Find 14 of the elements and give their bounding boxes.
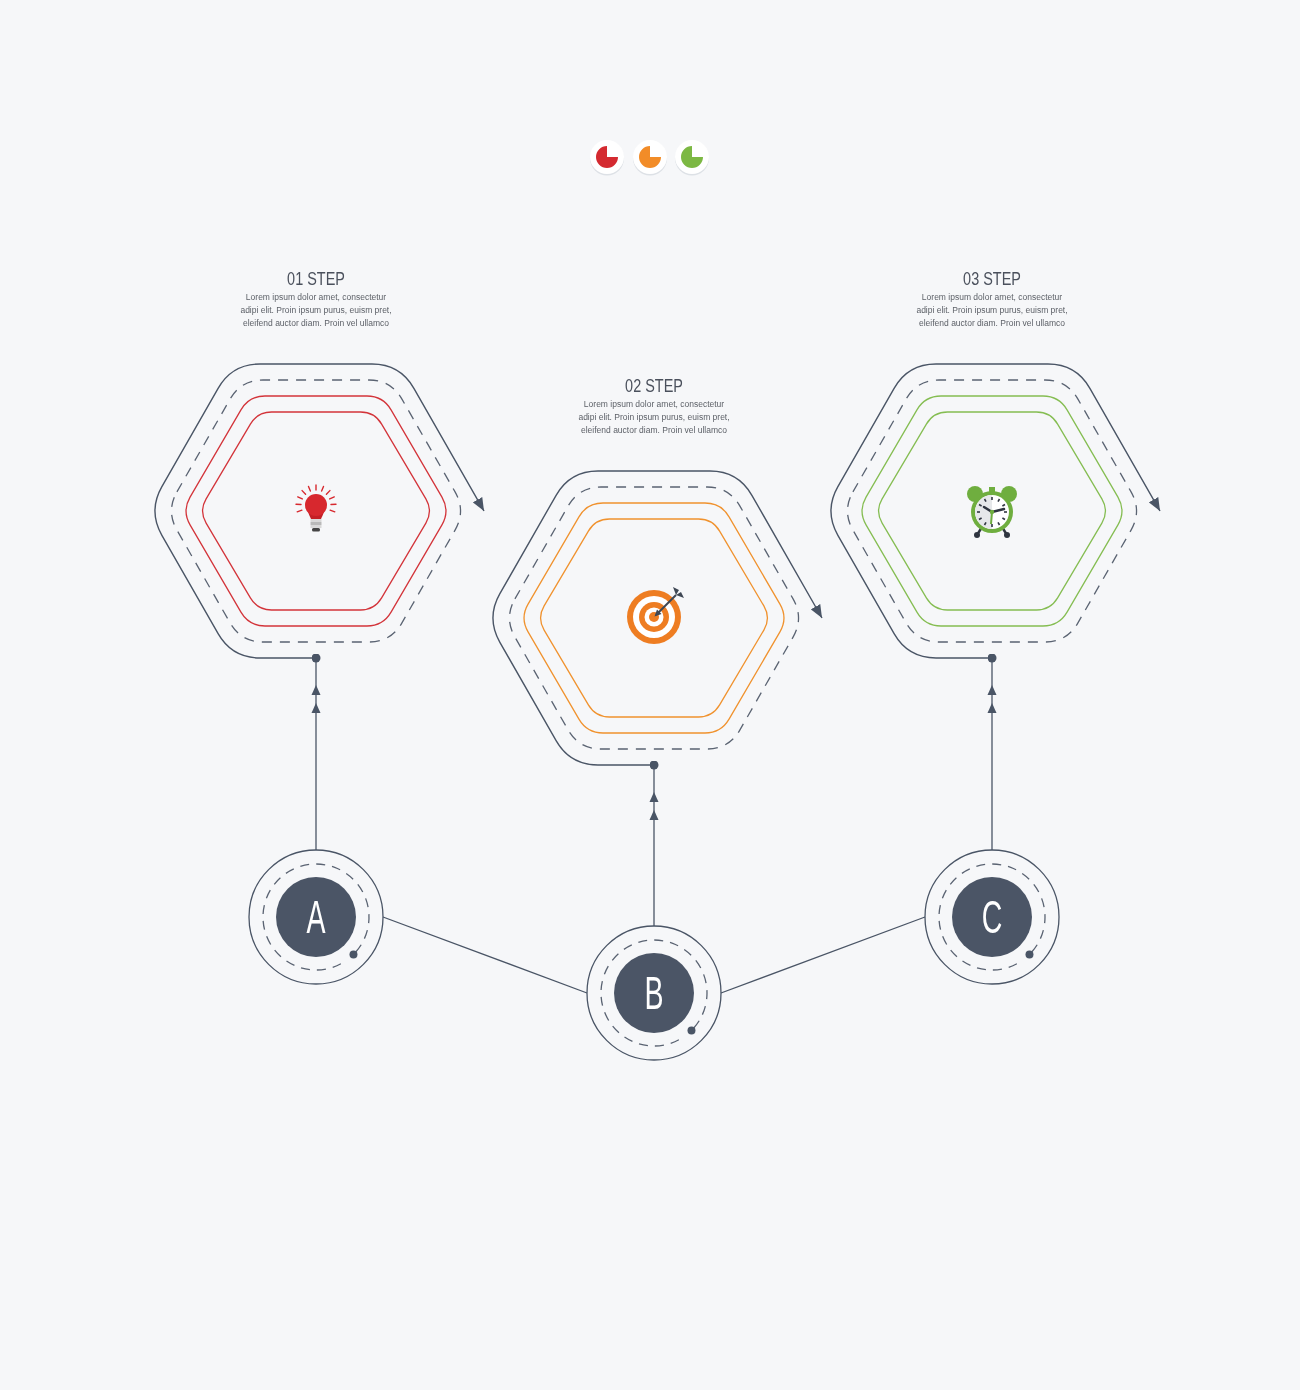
step-letter: C (981, 897, 1003, 937)
step-description: Lorem ipsum dolor amet, consectetur adipi elit. Proin ipsum purus, euism pret, eleifend auctor diam. Proin vel ullamco (915, 291, 1069, 330)
step-circle (246, 847, 386, 987)
step-circle (922, 847, 1062, 987)
step-letter: A (306, 897, 326, 937)
connector-line (382, 916, 588, 994)
step-heading: 01 STEP (287, 269, 345, 289)
step-heading: 03 STEP (963, 269, 1021, 289)
step-circle (584, 923, 724, 1063)
step-letter: B (644, 973, 664, 1013)
step-heading: 02 STEP (625, 376, 683, 396)
connector-line (720, 916, 926, 994)
step-description: Lorem ipsum dolor amet, consectetur adipi elit. Proin ipsum purus, euism pret, eleifend auctor diam. Proin vel ullamco (577, 398, 731, 437)
step-description: Lorem ipsum dolor amet, consectetur adipi elit. Proin ipsum purus, euism pret, eleifend auctor diam. Proin vel ullamco (239, 291, 393, 330)
